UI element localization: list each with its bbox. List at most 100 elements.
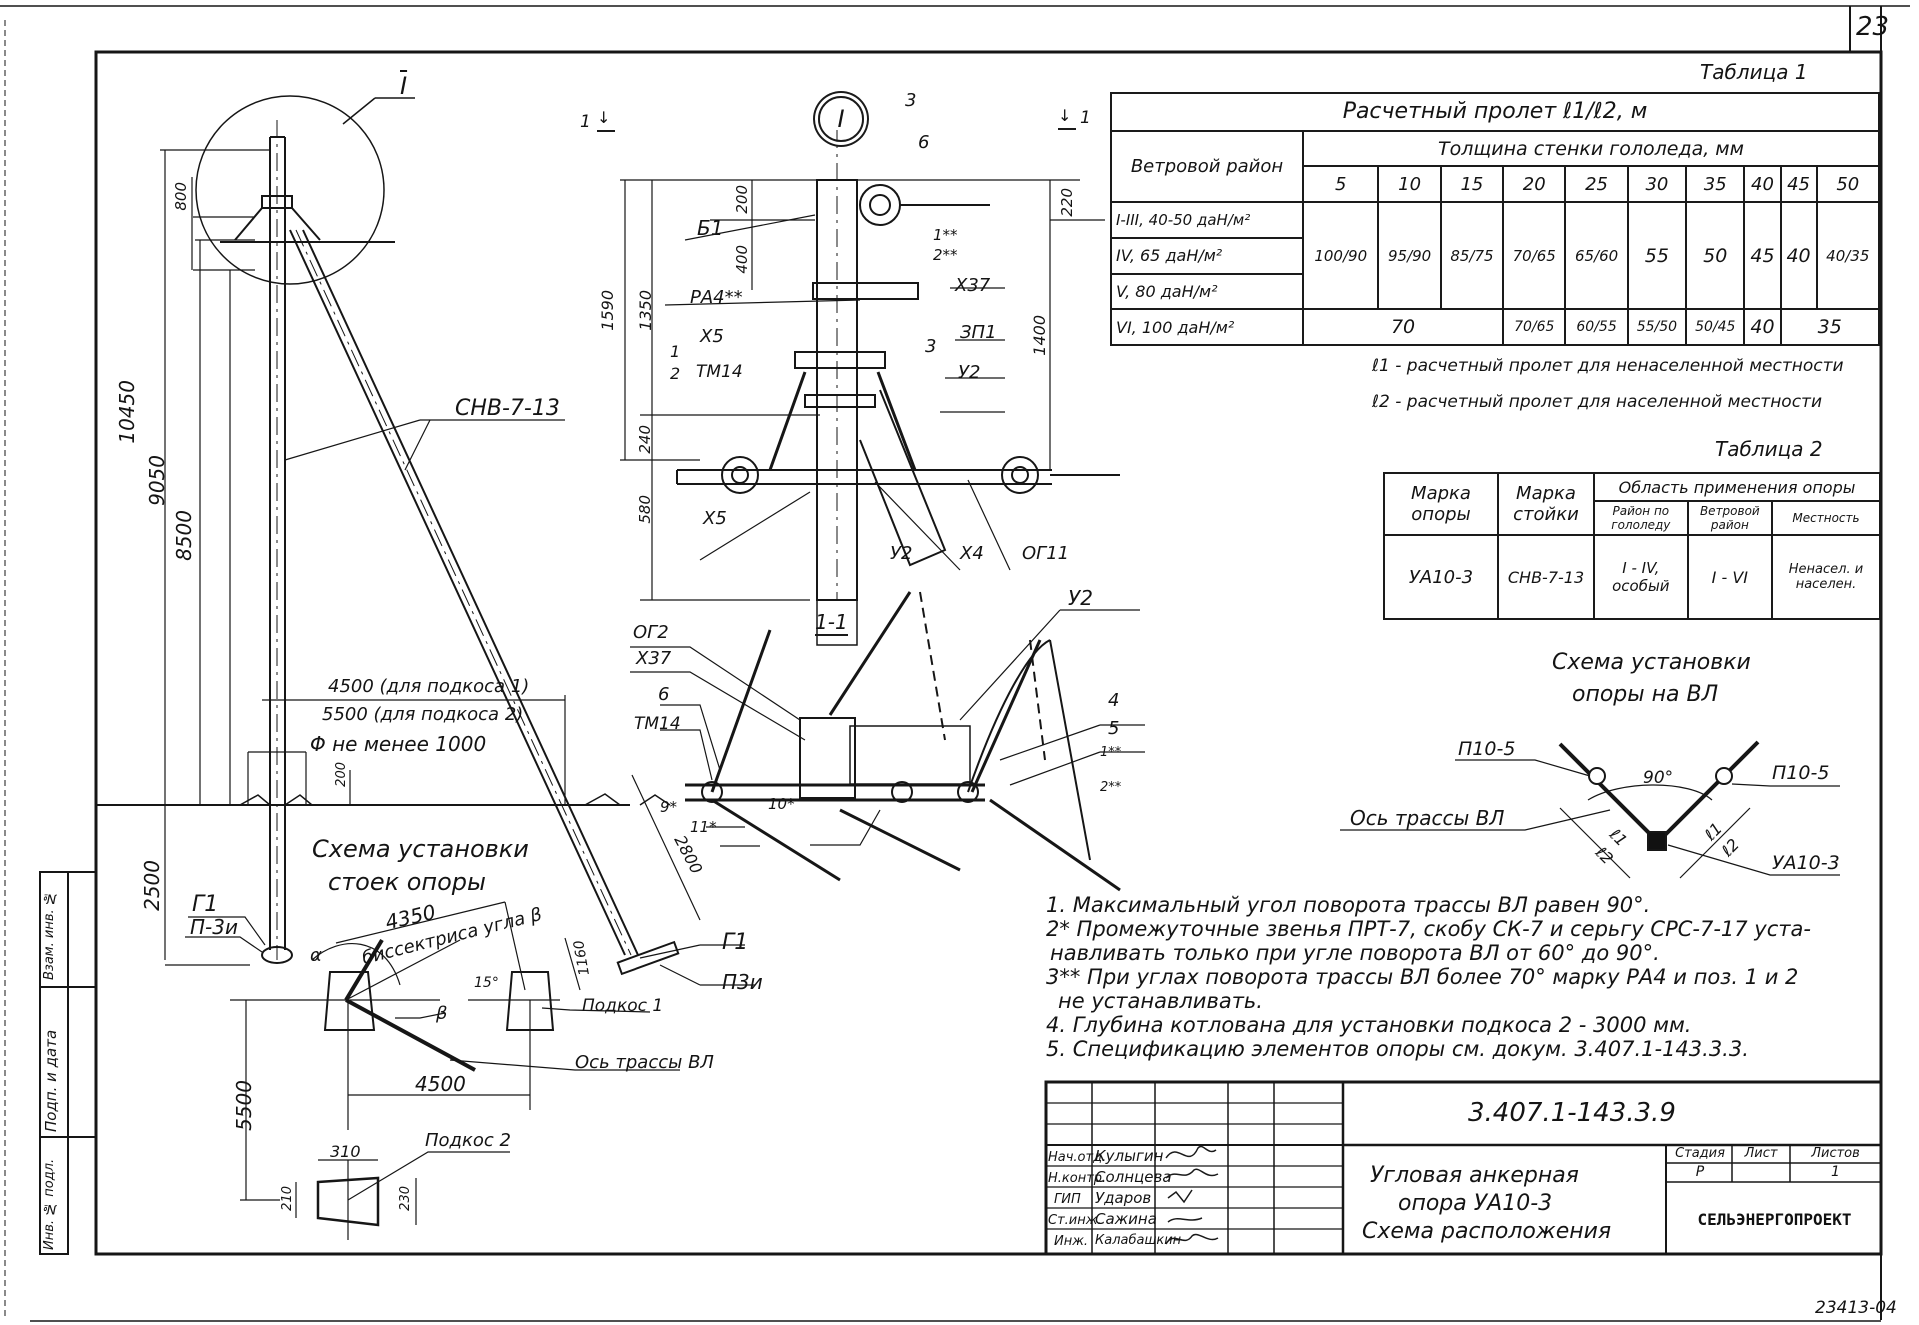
vl-scheme-title-2: опоры на ВЛ	[1572, 682, 1719, 707]
pole-label: СНВ-7-13	[455, 396, 560, 421]
signatures	[1165, 1145, 1219, 1245]
table1-cell: 70/65	[1502, 308, 1567, 346]
dim-9050: 9050	[145, 455, 169, 506]
detail-label-1: 1	[670, 342, 681, 361]
table1-col-group: Толщина стенки гололеда, мм	[1302, 129, 1880, 168]
signer-role: Н.контр.	[1048, 1171, 1107, 1186]
note-line: 4. Глубина котлована для установки подко…	[1046, 1013, 1692, 1037]
legend-l1: ℓ1 - расчетный пролет для ненаселенной м…	[1372, 356, 1844, 376]
label-p3i-left: П-3и	[190, 915, 238, 939]
signature-3	[1167, 1189, 1193, 1204]
table1-ice-col: 20	[1502, 165, 1567, 204]
detail-label-og11: ОГ11	[1022, 543, 1070, 564]
table1-caption: Таблица 1	[1700, 60, 1808, 84]
signer-name: Ударов	[1095, 1189, 1152, 1207]
detail-I-ref: I	[400, 72, 408, 100]
section-label-tm14: ТМ14	[634, 714, 681, 734]
table2-terrain: Ненасел. и населен.	[1771, 534, 1881, 620]
sheet-label: Лист	[1744, 1146, 1778, 1161]
detail-label-1star: 1**	[933, 226, 958, 244]
table2-h-area: Область применения опоры	[1593, 472, 1881, 502]
table2-h-post: Марка стойки	[1497, 472, 1595, 536]
dim-230: 230	[398, 1186, 413, 1211]
detail-label-ra4: РА4**	[690, 287, 743, 308]
side-stamp-inv-orig: Инв. № подл.	[42, 1158, 57, 1250]
table1-cell: 40	[1779, 201, 1818, 311]
section-arrow-left-icon: ↓	[597, 108, 615, 132]
signature-4	[1167, 1217, 1203, 1223]
vl-left-pole: П10-5	[1458, 738, 1516, 760]
dim-1350: 1350	[636, 290, 655, 331]
dim-580: 580	[636, 495, 654, 524]
table2-h-wind: Ветровой район	[1686, 500, 1774, 536]
section-label-x37: Х37	[636, 648, 672, 669]
note-line: 5. Спецификацию элементов опоры см. доку…	[1046, 1037, 1749, 1061]
organization: СЕЛЬЭНЕРГОПРОЕКТ	[1697, 1210, 1852, 1229]
table1-wind-region: VI, 100 даН/м²	[1110, 308, 1304, 346]
table1-ice-col: 35	[1685, 165, 1746, 204]
vl-scheme-drawing	[1340, 740, 1840, 879]
note-line: не устанавливать.	[1058, 989, 1263, 1013]
signer-role: Ст.инж.	[1048, 1213, 1102, 1228]
posts-scheme-drawing	[230, 901, 680, 1240]
section-label-10star: 10*	[768, 795, 795, 813]
signer-names: Кулыгин Солнцева Ударов Сажина Калабашки…	[1095, 1146, 1181, 1251]
dim-5500: 5500	[232, 1080, 256, 1131]
side-stamp-sign-date: Подп. и дата	[42, 1029, 60, 1132]
archive-number: 23413-04	[1815, 1298, 1897, 1318]
section-label-u2: У2	[1068, 586, 1093, 610]
detail-label-u2-bottom: У2	[890, 543, 913, 564]
detail-label-2: 2	[670, 364, 681, 383]
table1-wind-region: IV, 65 даН/м²	[1110, 236, 1304, 275]
label-p3i-right: П3и	[722, 970, 763, 994]
table1-cell: 35	[1779, 308, 1881, 346]
table1-ice-col: 15	[1439, 165, 1505, 204]
stage-label: Стадия	[1675, 1146, 1725, 1161]
dim-4500: 4500	[415, 1072, 466, 1096]
posts-scheme-title-1: Схема установки	[312, 835, 529, 863]
table1-ice-col: 45	[1779, 165, 1818, 204]
dim-1400: 1400	[1030, 315, 1049, 356]
table2-wind: I - VI	[1686, 534, 1774, 620]
signature-2	[1165, 1168, 1219, 1179]
dim-brace2: 5500 (для подкоса 2)	[322, 704, 524, 725]
stage-value: Р	[1695, 1164, 1705, 1180]
label-g1-right: Г1	[722, 930, 749, 955]
detail-label-x4: Х4	[960, 543, 984, 564]
detail-I-drawing	[620, 130, 1120, 646]
table1-row-header: Ветровой район	[1110, 129, 1304, 204]
table1-cell: 50	[1685, 201, 1746, 311]
dim-220: 220	[1058, 188, 1076, 217]
signer-roles: Нач.отд. Н.контр. ГИП Ст.инж. Инж.	[1048, 1147, 1106, 1252]
table1-ice-col: 10	[1377, 165, 1442, 204]
title-line-2: опора УА10-3	[1398, 1191, 1553, 1216]
table1-ice-col: 40	[1743, 165, 1782, 204]
signer-name: Солнцева	[1095, 1168, 1172, 1186]
sheet-number: 23	[1856, 12, 1890, 42]
section-label-5: 5	[1108, 718, 1120, 739]
table1-cell: 50/45	[1685, 308, 1746, 346]
detail-label-x37: Х37	[955, 275, 991, 296]
table1-cell: 40/35	[1815, 201, 1881, 311]
table1-ice-col: 25	[1564, 165, 1629, 204]
table1-cell: 45	[1743, 201, 1782, 311]
table1-cell: 65/60	[1564, 201, 1629, 311]
detail-label-3: 3	[925, 336, 937, 357]
title-line-3: Схема расположения	[1362, 1219, 1612, 1244]
angle-15: 15°	[474, 975, 499, 991]
table1-cell: 70/65	[1502, 201, 1567, 311]
axis-label: Ось трассы ВЛ	[575, 1052, 714, 1073]
detail-label-zp1: ЗП1	[960, 322, 997, 343]
table1-cell: 70	[1301, 308, 1505, 346]
section-label-2xx: 2**	[1100, 780, 1122, 795]
vl-angle: 90°	[1643, 768, 1674, 788]
table2-h-ice: Район по гололеду	[1593, 500, 1689, 536]
legend-l2: ℓ2 - расчетный пролет для населенной мес…	[1372, 392, 1823, 412]
table2: Марка опоры Марка стойки Область примене…	[1383, 472, 1881, 620]
table1-ice-col: 50	[1815, 165, 1881, 204]
dim-brace1: 4500 (для подкоса 1)	[328, 676, 530, 697]
signer-name: Калабашкин	[1095, 1233, 1182, 1248]
side-stamp-replaced-inv: Взам. инв. №	[42, 890, 57, 980]
sheets-label: Листов	[1811, 1146, 1860, 1161]
